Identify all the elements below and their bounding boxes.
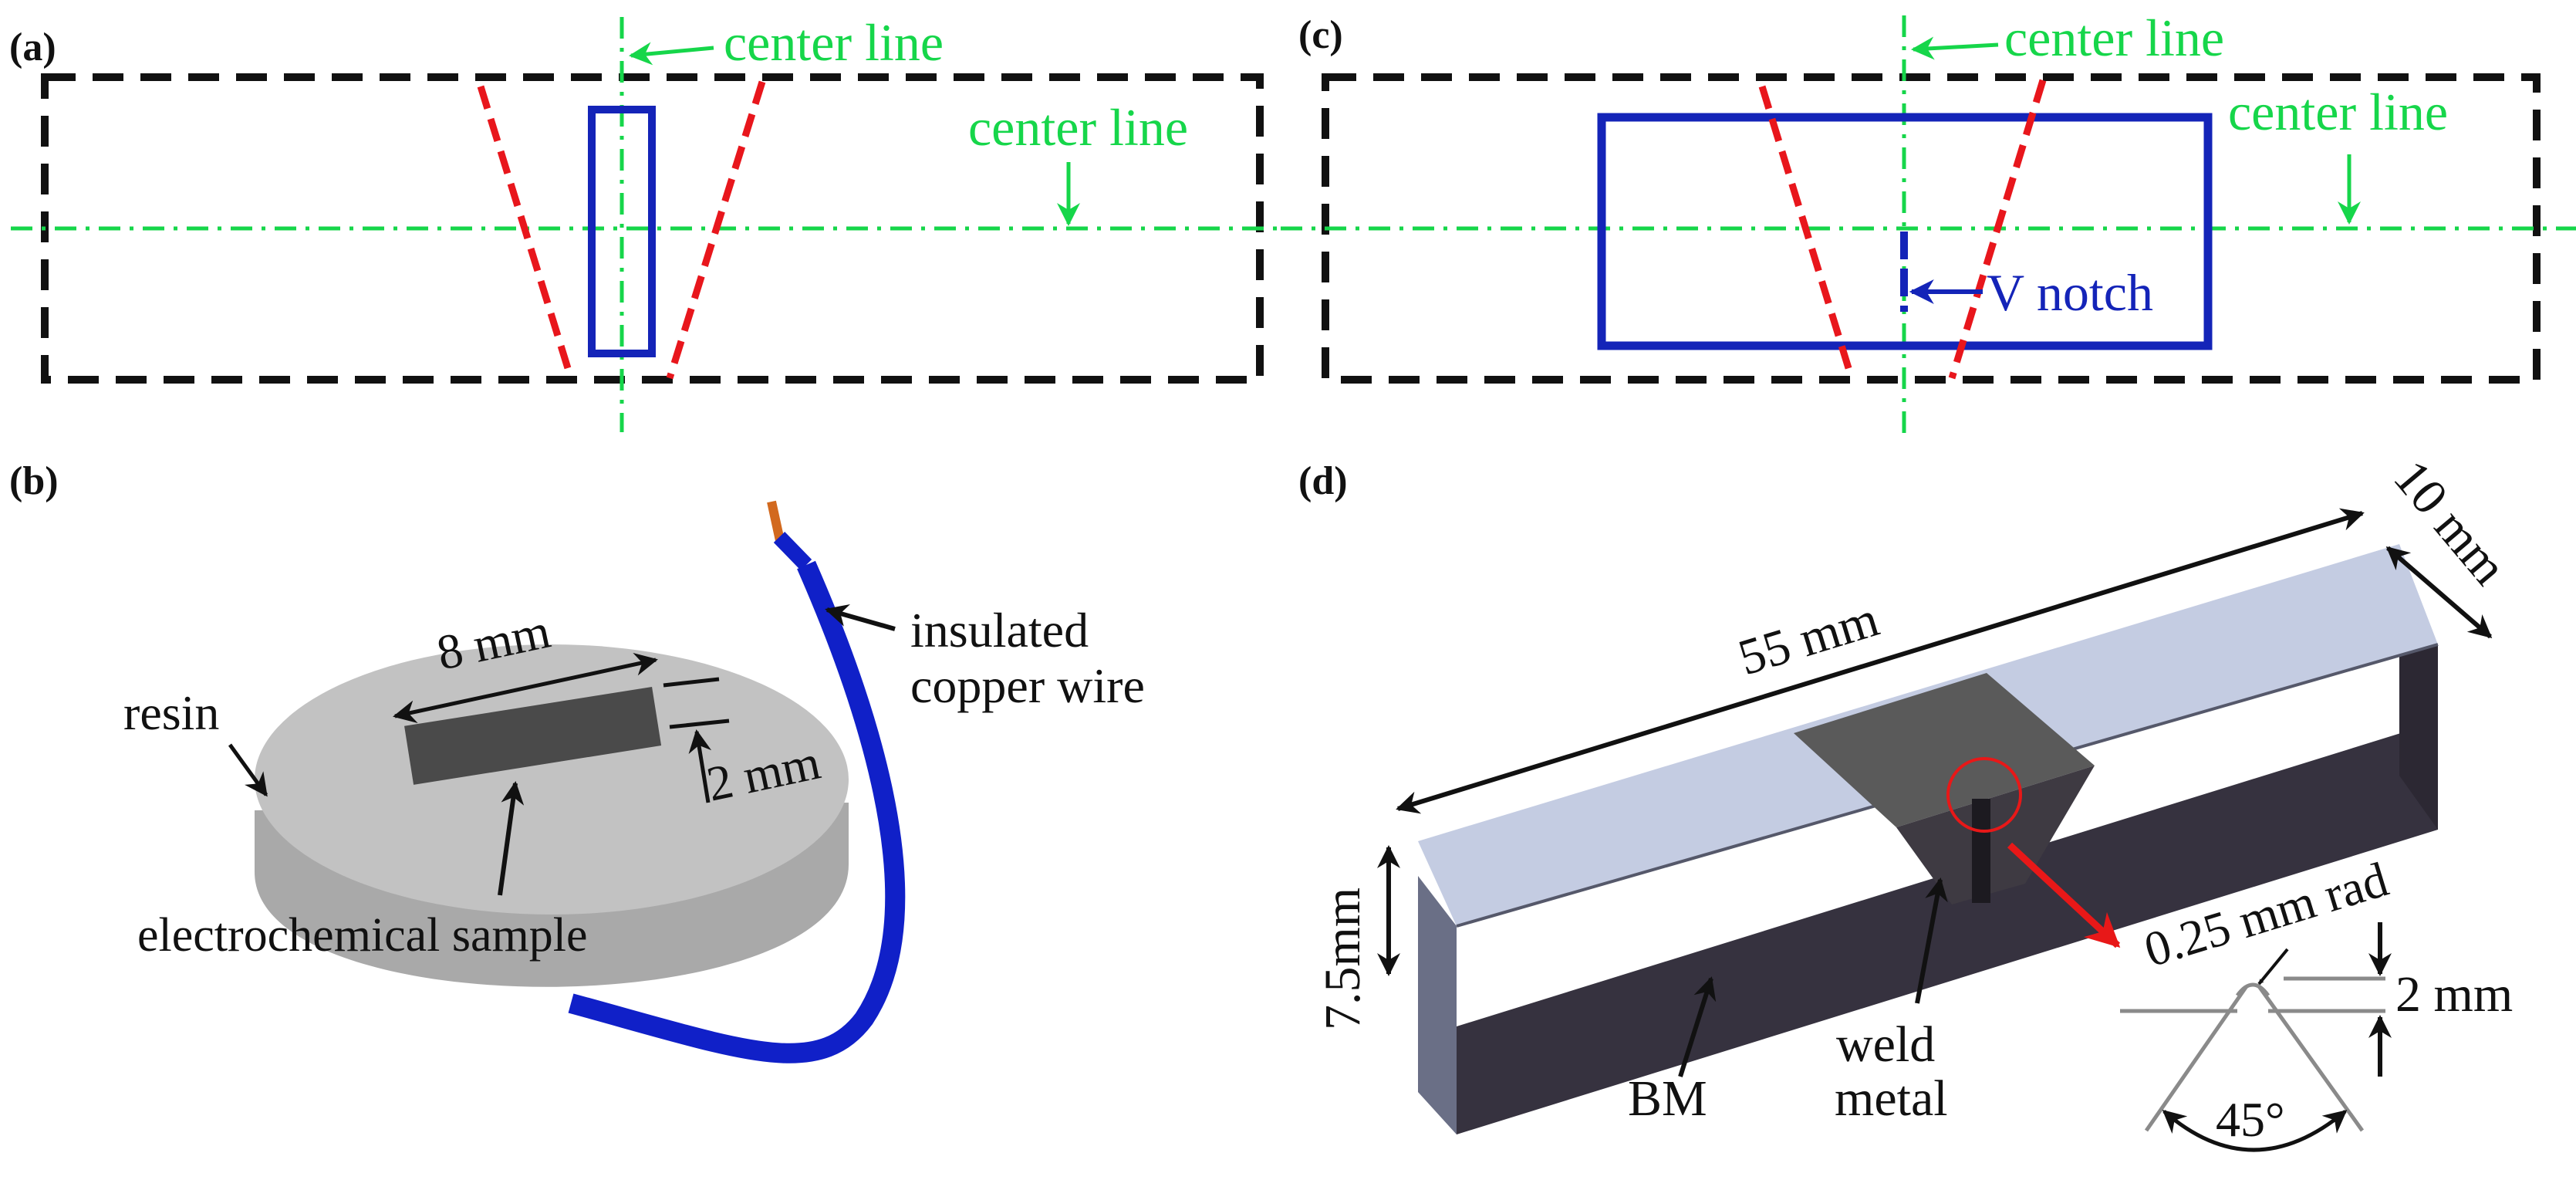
angle-label: 45° [2216,1092,2285,1147]
center-line-label-vertical: center line [724,13,944,72]
insulated-copper-wire [568,560,906,1063]
center-line-label-horizontal: center line [2228,83,2448,141]
detail-arrow [2007,842,2121,948]
notch-depth-label: 2 mm [2395,966,2513,1023]
weld-boundary-right [666,80,766,380]
panel-a: (a) center line center line [9,13,1277,432]
sample-arrow [498,781,525,896]
resin-label: resin [123,685,219,740]
dimension-8mm-arrow [393,653,658,723]
panel-b: (b) 8 mm 2 mm resin electrochemical samp… [9,459,1145,1063]
sample-label: electrochemical sample [137,909,588,962]
dimension-55mm-label: 55 mm [1732,590,1885,686]
panel-b-label: (b) [9,459,59,503]
notch-flank-right [2257,985,2365,1132]
wire-label-line2: copper wire [910,658,1145,713]
center-line-arrow-vertical [1911,36,1999,60]
wire-arrow [825,604,896,631]
bar-left-end [1418,876,1457,1134]
dimension-55mm-arrow [1396,508,2365,814]
notch-root-arc [2235,982,2270,997]
weld-metal-arrow [1915,877,1948,1004]
bm-label: BM [1628,1070,1707,1127]
dimension-2mm-tick-bottom [669,718,730,729]
panel-a-label: (a) [9,25,56,69]
v-notch [1972,799,1990,903]
bar-front-face [1457,722,2438,1134]
weld-label-line1: weld [1836,1016,1935,1073]
angle-arc [2162,1110,2348,1152]
notch-flank-left [2144,985,2249,1132]
center-line-label-vertical: center line [2004,8,2224,67]
dimension-7_5mm-label: 7.5mm [1315,888,1371,1030]
dimension-10mm-arrow [2385,546,2493,639]
center-line-label-horizontal: center line [968,98,1188,157]
copper-wire-connector [773,532,812,570]
weld-boundary-left [477,85,575,380]
impact-specimen-position [1597,113,2213,350]
v-notch-label: V notch [1987,263,2153,322]
dimension-2mm-arrow [688,729,712,803]
weld-label-line2: metal [1835,1070,1948,1127]
bm-arrow [1678,976,1717,1077]
electrochemical-sample-position [588,106,656,357]
copper-wire-tip [767,500,785,546]
center-line-arrow-vertical [629,42,714,66]
dimension-2mm-tick-top [663,677,720,688]
panel-c: (c) V notch center line center line [1281,8,2576,436]
weld-boundary-left [1758,85,1855,380]
panel-c-label: (c) [1298,13,1343,57]
resin-arrow [228,743,268,797]
notch-radius-arrow [2257,948,2289,986]
weld-boundary-right [1948,79,2047,380]
panel-d: (d) 55 mm 10 mm 7.5mm BM weld metal [1298,450,2517,1152]
wire-label-line1: insulated [910,603,1089,658]
panel-d-label: (d) [1298,459,1348,503]
